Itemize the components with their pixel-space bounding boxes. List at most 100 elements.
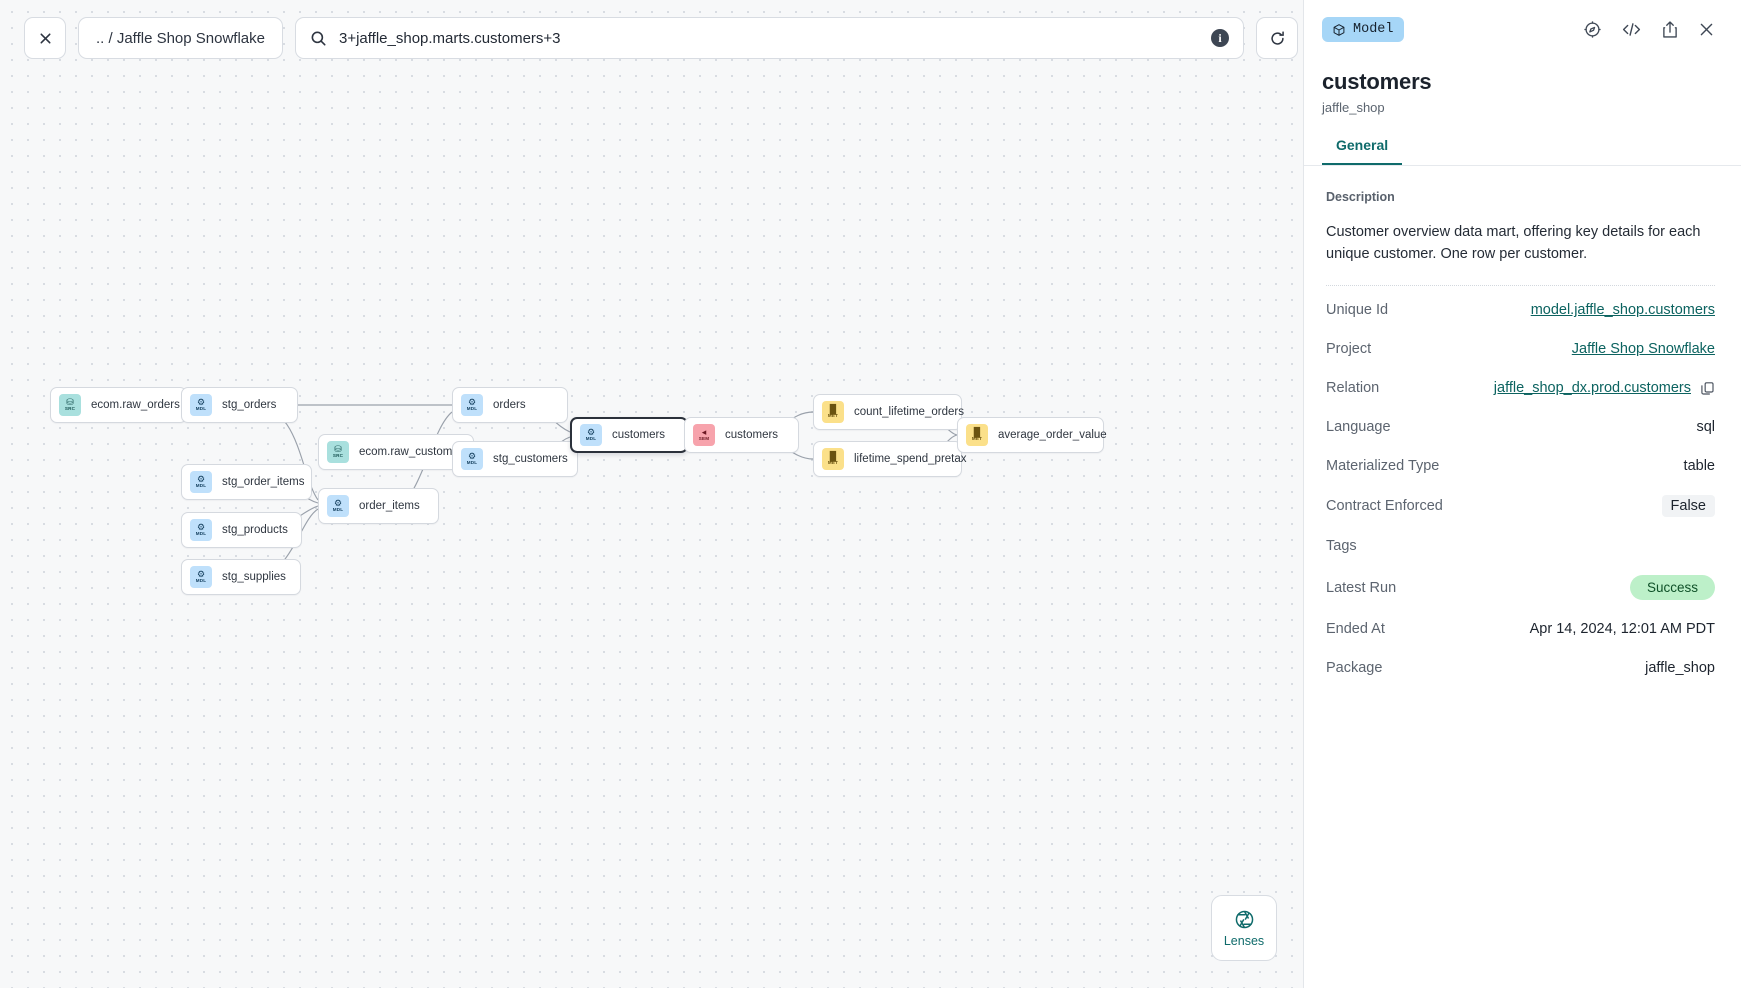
- code-brackets-icon: [1622, 23, 1641, 36]
- graph-node-label: customers: [725, 429, 779, 441]
- lenses-button[interactable]: Lenses: [1211, 895, 1277, 961]
- metadata-key: Language: [1326, 419, 1391, 436]
- metadata-value: Apr 14, 2024, 12:01 AM PDT: [1529, 621, 1715, 638]
- description-heading: Description: [1326, 190, 1395, 204]
- page-title: customers: [1322, 69, 1432, 94]
- src-badge-icon: ⛁SRC: [59, 394, 81, 416]
- graph-node-stg_customers[interactable]: ⚙MDL stg_customers: [452, 441, 578, 477]
- graph-node-label: customers: [612, 429, 666, 441]
- metadata-value: table: [1683, 458, 1715, 475]
- graph-node-label: count_lifetime_orders: [854, 406, 964, 418]
- metadata-row: Ended At Apr 14, 2024, 12:01 AM PDT: [1326, 613, 1715, 645]
- panel-tabs: General: [1304, 137, 1741, 166]
- metadata-value-wrap: jaffle_shop: [1645, 660, 1715, 676]
- metadata-value-wrap: jaffle_shop_dx.prod.customers: [1494, 380, 1715, 396]
- met-badge-icon: █MET: [822, 448, 844, 470]
- graph-node-ecom_raw_orders[interactable]: ⛁SRC ecom.raw_orders: [50, 387, 187, 423]
- mdl-badge-icon: ⚙MDL: [461, 448, 483, 470]
- refresh-icon: [1270, 30, 1284, 45]
- info-icon[interactable]: i: [1211, 29, 1229, 47]
- share-icon[interactable]: [1661, 20, 1679, 39]
- divider: [1326, 285, 1715, 287]
- node-type-label: Model: [1353, 22, 1394, 37]
- metadata-key: Materialized Type: [1326, 458, 1440, 475]
- graph-node-count_lifetime_orders[interactable]: █MET count_lifetime_orders: [813, 394, 964, 430]
- panel-actions: [1583, 20, 1715, 39]
- graph-node-customers_model[interactable]: ⚙MDL customers: [570, 417, 688, 453]
- lenses-label: Lenses: [1223, 933, 1265, 948]
- metadata-value-wrap: table: [1684, 458, 1715, 474]
- search-input[interactable]: [339, 29, 1199, 47]
- graph-node-average_order_value[interactable]: █MET average_order_value: [957, 417, 1107, 453]
- graph-node-label: stg_order_items: [222, 476, 305, 488]
- metadata-row: Materialized Type table: [1326, 450, 1715, 482]
- metadata-row: Language sql: [1326, 411, 1715, 443]
- cube-icon: [1333, 23, 1345, 36]
- graph-node-label: stg_supplies: [222, 571, 286, 583]
- panel-toolbar: Model: [1304, 0, 1741, 59]
- metadata-value-wrap: model.jaffle_shop.customers: [1531, 302, 1715, 318]
- metadata-key: Package: [1326, 660, 1383, 677]
- close-icon: [1700, 23, 1713, 36]
- metadata-row: Tags: [1326, 530, 1715, 562]
- metadata-value[interactable]: Jaffle Shop Snowflake: [1571, 341, 1715, 358]
- graph-node-stg_order_items[interactable]: ⚙MDL stg_order_items: [181, 464, 312, 500]
- close-icon: [39, 32, 51, 44]
- met-badge-icon: █MET: [966, 424, 988, 446]
- copy-icon[interactable]: [1700, 381, 1715, 396]
- graph-node-stg_products[interactable]: ⚙MDL stg_products: [181, 512, 302, 548]
- close-panel-icon[interactable]: [1698, 21, 1715, 38]
- metadata-key: Unique Id: [1326, 302, 1389, 319]
- graph-node-label: average_order_value: [998, 429, 1107, 441]
- panel-body: Description Customer overview data mart,…: [1304, 166, 1741, 988]
- graph-node-label: order_items: [359, 500, 420, 512]
- metadata-key: Ended At: [1326, 621, 1385, 638]
- graph-node-label: stg_orders: [222, 399, 277, 411]
- graph-node-label: stg_customers: [493, 453, 568, 465]
- metadata-value[interactable]: jaffle_shop_dx.prod.customers: [1493, 380, 1691, 397]
- metadata-value[interactable]: model.jaffle_shop.customers: [1530, 302, 1715, 319]
- close-lineage-button[interactable]: [24, 17, 66, 59]
- metadata-key: Tags: [1326, 538, 1357, 555]
- lineage-canvas[interactable]: .. / Jaffle Shop Snowflake i: [0, 0, 1303, 988]
- graph-node-label: stg_products: [222, 524, 288, 536]
- code-icon[interactable]: [1621, 20, 1642, 39]
- tab-general[interactable]: General: [1322, 137, 1403, 165]
- graph-node-label: ecom.raw_orders: [91, 399, 180, 411]
- metadata-row: Relation jaffle_shop_dx.prod.customers: [1326, 372, 1715, 404]
- panel-header: customers jaffle_shop: [1304, 59, 1741, 115]
- description-text: Customer overview data mart, offering ke…: [1326, 224, 1701, 263]
- node-type-pill[interactable]: Model: [1322, 17, 1404, 42]
- met-badge-icon: █MET: [822, 401, 844, 423]
- refresh-button[interactable]: [1256, 17, 1298, 59]
- canvas-toolbar: .. / Jaffle Shop Snowflake i: [24, 17, 1298, 59]
- metadata-key: Relation: [1326, 380, 1380, 397]
- sem-badge-icon: ◂SEM: [693, 424, 715, 446]
- lineage-search[interactable]: i: [295, 17, 1244, 59]
- metadata-value-wrap: Jaffle Shop Snowflake: [1572, 341, 1715, 357]
- metadata-value-wrap: sql: [1696, 419, 1715, 435]
- focus-icon[interactable]: [1583, 20, 1602, 39]
- mdl-badge-icon: ⚙MDL: [580, 424, 602, 446]
- graph-node-label: lifetime_spend_pretax: [854, 453, 967, 465]
- graph-node-customers_semantic[interactable]: ◂SEM customers: [684, 417, 799, 453]
- panel-subtitle: jaffle_shop: [1322, 100, 1385, 115]
- src-badge-icon: ⛁SRC: [327, 441, 349, 463]
- metadata-key: Latest Run: [1326, 579, 1397, 596]
- search-icon: [311, 31, 326, 46]
- graph-node-lifetime_spend_pretax[interactable]: █MET lifetime_spend_pretax: [813, 441, 967, 477]
- mdl-badge-icon: ⚙MDL: [190, 471, 212, 493]
- breadcrumb-button[interactable]: .. / Jaffle Shop Snowflake: [78, 17, 283, 59]
- metadata-value-wrap: False: [1661, 495, 1715, 518]
- mdl-badge-icon: ⚙MDL: [190, 519, 212, 541]
- compass-icon: [1584, 21, 1601, 38]
